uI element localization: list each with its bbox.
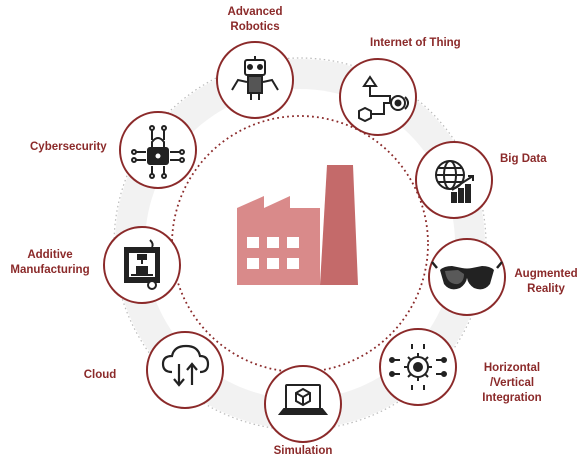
node-additive-manufacturing — [103, 226, 181, 304]
label-cybersecurity: Cybersecurity — [30, 141, 107, 153]
label-augmented-reality: Augmented Reality — [514, 268, 578, 295]
factory-icon — [237, 165, 358, 285]
padlock-circuit-icon — [131, 125, 185, 179]
node-advanced-robotics — [216, 41, 294, 119]
label-additive-manufacturing: Additive Manufacturing — [10, 249, 90, 276]
globe-chart-icon — [435, 160, 474, 203]
gear-circuit-icon — [389, 344, 447, 390]
label-simulation: Simulation — [273, 445, 333, 457]
node-augmented-reality — [428, 238, 506, 316]
label-integration: Horizontal /Vertical Integration — [482, 362, 542, 404]
ar-glasses-icon — [431, 261, 503, 290]
robot-icon — [231, 56, 279, 100]
label-cloud: Cloud — [83, 369, 117, 381]
node-integration — [379, 328, 457, 406]
iot-network-icon — [358, 75, 409, 123]
node-cybersecurity — [119, 111, 197, 189]
cloud-transfer-icon — [161, 344, 210, 387]
laptop-cube-icon — [277, 384, 329, 415]
label-internet-of-thing: Internet of Thing — [370, 37, 461, 49]
3d-printer-icon — [124, 239, 160, 290]
node-internet-of-thing — [339, 58, 417, 136]
node-big-data — [415, 141, 493, 219]
label-advanced-robotics: Advanced Robotics — [227, 6, 283, 33]
label-big-data: Big Data — [500, 153, 547, 165]
node-simulation — [264, 365, 342, 443]
node-cloud — [146, 331, 224, 409]
